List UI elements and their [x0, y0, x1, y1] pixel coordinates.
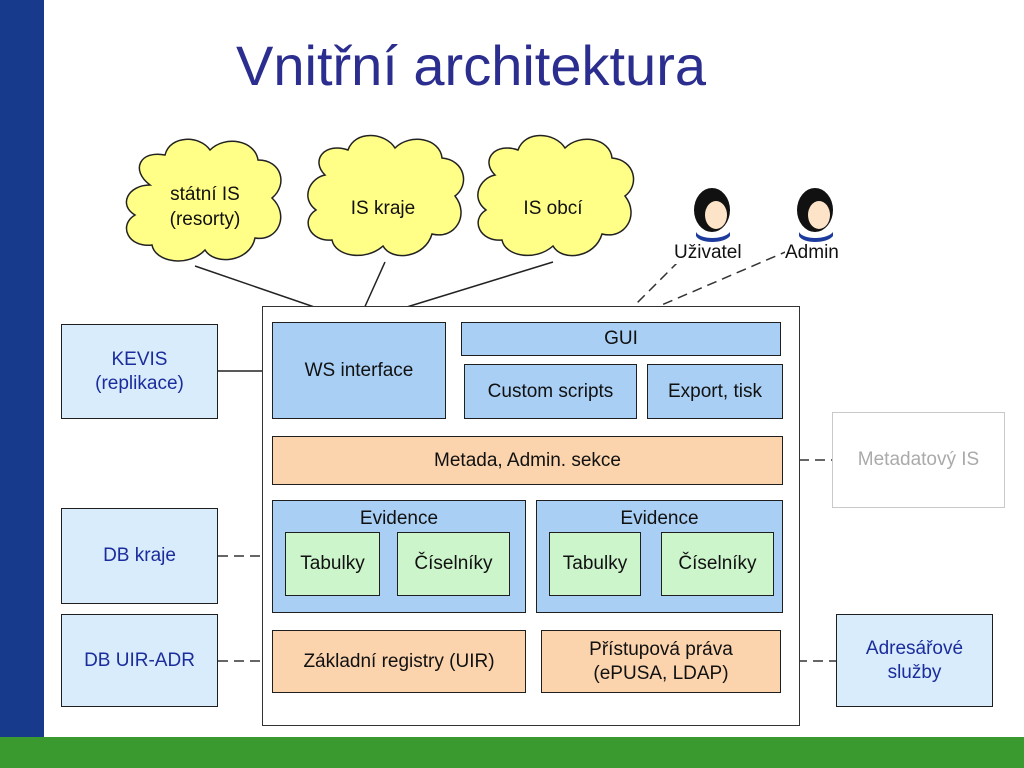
person-icon-admin — [797, 188, 833, 242]
tabulky-box-left: Tabulky — [285, 532, 380, 596]
gui-box: GUI — [461, 322, 781, 356]
evidence-title-right: Evidence — [620, 508, 699, 529]
db-kraje-box: DB kraje — [61, 508, 218, 604]
zakladni-registry-box: Základní registry (UIR) — [272, 630, 526, 693]
cloud-label-is-kraje: IS kraje — [350, 198, 416, 219]
footer-bar — [0, 737, 1024, 768]
person-icon-uzivatel — [694, 188, 730, 242]
cloud-shape-statni — [125, 138, 282, 262]
left-sidebar-bar — [0, 0, 44, 768]
custom-scripts-box: Custom scripts — [464, 364, 637, 419]
user-label-admin: Admin — [785, 242, 839, 264]
metadata-admin-box: Metada, Admin. sekce — [272, 436, 783, 485]
tabulky-box-right: Tabulky — [549, 532, 641, 596]
db-uir-adr-box: DB UIR-ADR — [61, 614, 218, 707]
ciselniky-box-right: Číselníky — [661, 532, 774, 596]
user-label-uzivatel: Uživatel — [674, 242, 742, 264]
page-title: Vnitřní architektura — [236, 34, 706, 97]
cloud-label-is-obci: IS obcí — [523, 198, 583, 219]
ws-interface-box: WS interface — [272, 322, 446, 419]
cloud-shape-kraje — [307, 134, 465, 257]
metadatovy-is-box: Metadatový IS — [832, 412, 1005, 508]
kevis-box: KEVIS (replikace) — [61, 324, 218, 419]
ciselniky-box-left: Číselníky — [397, 532, 510, 596]
cloud-shape-obci — [477, 134, 635, 257]
export-tisk-box: Export, tisk — [647, 364, 783, 419]
pristupova-prava-box: Přístupová práva (ePUSA, LDAP) — [541, 630, 781, 693]
cloud-label-statni-is: státní IS (resorty) — [169, 184, 241, 230]
adresarove-sluzby-box: Adresářové služby — [836, 614, 993, 707]
evidence-title-left: Evidence — [359, 508, 439, 529]
